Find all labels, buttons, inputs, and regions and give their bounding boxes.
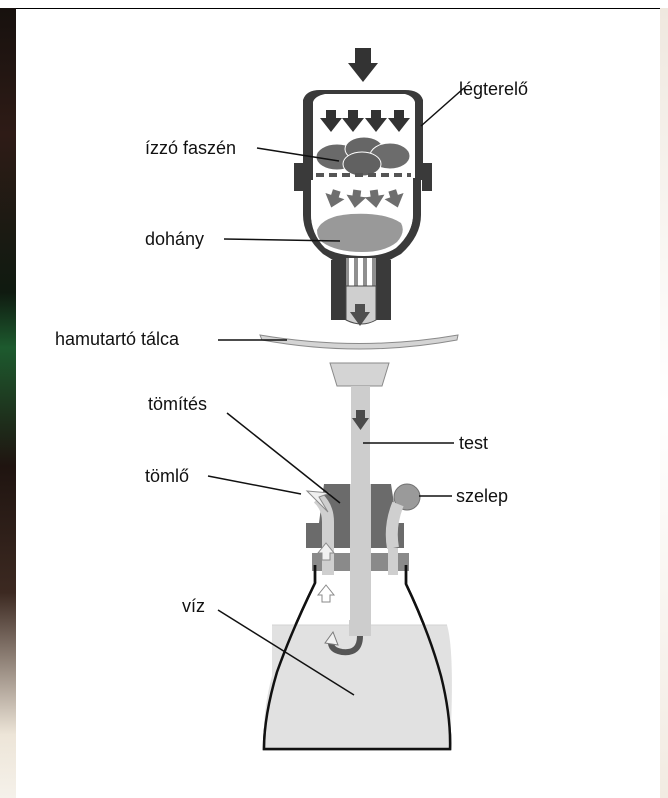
label-group-grommet: tömítés — [148, 394, 340, 503]
label-deflector: légterelő — [459, 79, 528, 99]
label-tobacco: dohány — [145, 229, 204, 249]
label-group-deflector: légterelő — [421, 79, 528, 126]
label-group-hose: tömlő — [145, 466, 301, 494]
label-group-ash-tray: hamutartó tálca — [55, 329, 287, 349]
label-valve: szelep — [456, 486, 508, 506]
top-incoming-arrow — [348, 48, 378, 82]
label-grommet: tömítés — [148, 394, 207, 414]
tobacco — [317, 214, 403, 252]
stem-top — [331, 258, 391, 326]
label-body: test — [459, 433, 488, 453]
label-water: víz — [182, 596, 205, 616]
label-group-body: test — [363, 433, 488, 453]
label-charcoal: ízzó faszén — [145, 138, 236, 158]
label-ash-tray: hamutartó tálca — [55, 329, 180, 349]
label-group-valve: szelep — [419, 486, 508, 506]
ash-tray — [260, 335, 458, 386]
label-hose: tömlő — [145, 466, 189, 486]
